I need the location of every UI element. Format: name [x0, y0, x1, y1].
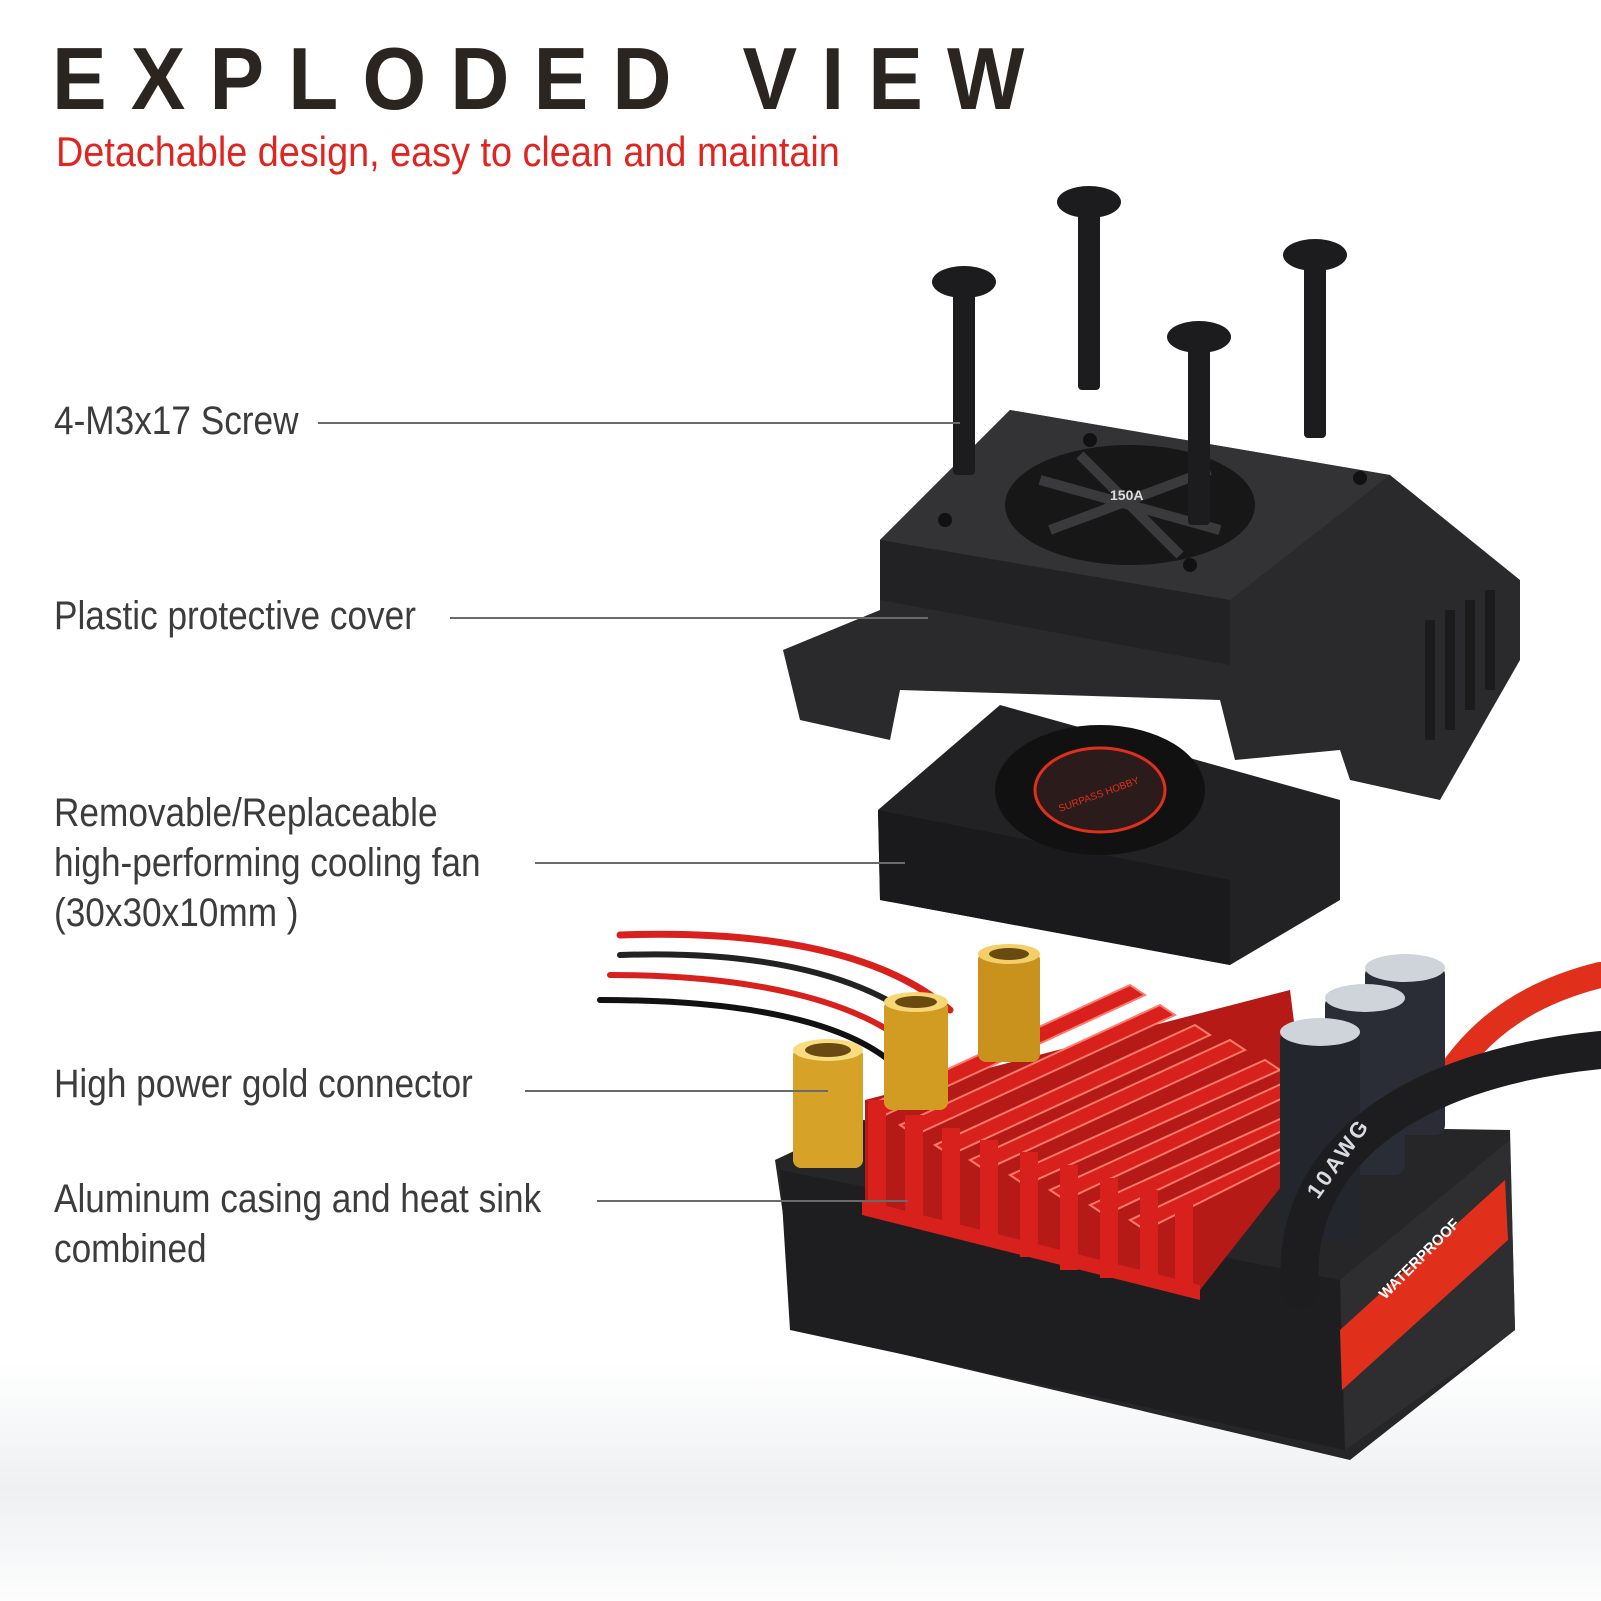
- leader-line-cover: [450, 617, 928, 619]
- gold-connectors: [793, 944, 1040, 1168]
- callout-fan: Removable/Replaceable high-performing co…: [54, 788, 481, 938]
- leader-line-connector: [525, 1090, 828, 1092]
- callout-connector-text: High power gold connector: [54, 1062, 473, 1106]
- leader-line-screw: [318, 422, 960, 424]
- leader-line-casing: [597, 1200, 908, 1202]
- fin-fronts: [862, 1100, 1200, 1300]
- callout-screw-text: 4-M3x17 Screw: [54, 399, 299, 443]
- leader-line-fan: [535, 862, 905, 864]
- callout-fan-line-2: high-performing cooling fan: [54, 841, 481, 885]
- callout-cover-text: Plastic protective cover: [54, 594, 416, 638]
- callout-cover: Plastic protective cover: [54, 591, 416, 641]
- callout-fan-line-3: (30x30x10mm ): [54, 891, 299, 935]
- callout-casing: Aluminum casing and heat sink combined: [54, 1174, 541, 1274]
- callout-fan-line-1: Removable/Replaceable: [54, 791, 438, 835]
- cooling-fan: SURPASS HOBBY: [878, 705, 1340, 965]
- page-title: EXPLODED VIEW: [52, 29, 1049, 128]
- callout-casing-line-2: combined: [54, 1227, 207, 1271]
- heatsink-fins: [867, 983, 1307, 1232]
- screws: [932, 186, 1347, 525]
- callout-connector: High power gold connector: [54, 1059, 473, 1109]
- callout-screw: 4-M3x17 Screw: [54, 396, 299, 446]
- page-subtitle: Detachable design, easy to clean and mai…: [56, 128, 840, 175]
- callout-casing-line-1: Aluminum casing and heat sink: [54, 1177, 542, 1221]
- cover-lettering: 150A: [1110, 487, 1143, 503]
